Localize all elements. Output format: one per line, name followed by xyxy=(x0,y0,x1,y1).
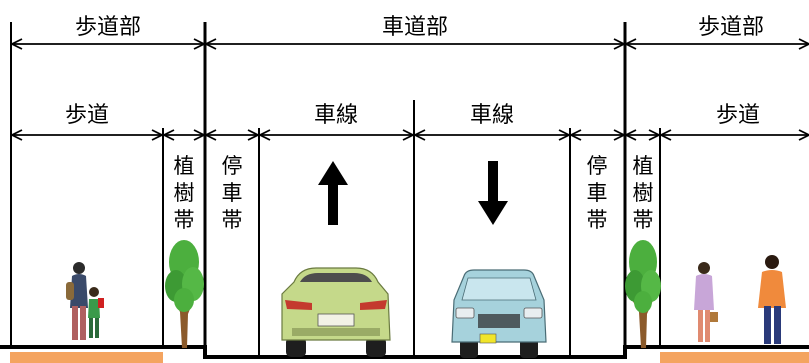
label-stopping-lane-right-char: 停 xyxy=(587,154,608,178)
label-planting-strip-right-char: 植 xyxy=(633,154,654,178)
label-planting-strip-right-char: 帯 xyxy=(633,208,654,232)
label-planting-strip-right-char: 樹 xyxy=(633,181,654,205)
label-lane-right: 車線 xyxy=(470,103,514,128)
label-sidewalk-left: 歩道 xyxy=(65,103,109,128)
tree-right xyxy=(625,240,661,348)
label-sidewalk-section-right: 歩道部 xyxy=(698,15,764,40)
vertical-labels: 植 樹 帯 停 車 帯 停 車 帯 植 樹 帯 xyxy=(174,154,654,232)
label-stopping-lane-left-char: 帯 xyxy=(222,208,243,232)
lane-direction-arrows xyxy=(318,161,508,225)
label-planting-strip-left-char: 帯 xyxy=(174,208,195,232)
arrow-down-icon xyxy=(478,161,508,225)
ground-profile xyxy=(0,345,809,363)
label-lane-left: 車線 xyxy=(314,103,358,128)
section-labels: 歩道部 車道部 歩道部 歩道 車線 車線 歩道 xyxy=(65,15,764,128)
label-sidewalk-right: 歩道 xyxy=(716,103,760,128)
label-sidewalk-section-left: 歩道部 xyxy=(75,15,141,40)
sidewalk-fill-left xyxy=(10,352,163,363)
tree-left xyxy=(165,240,204,348)
label-planting-strip-left-char: 樹 xyxy=(174,181,195,205)
label-stopping-lane-left-char: 停 xyxy=(222,154,243,178)
pedestrian-parent-child xyxy=(66,262,104,340)
boundary-lines xyxy=(10,22,661,357)
arrow-up-icon xyxy=(318,161,348,225)
car-rear-green xyxy=(281,267,391,357)
label-stopping-lane-right-char: 帯 xyxy=(587,208,608,232)
car-front-blue xyxy=(451,269,547,358)
pedestrian-woman xyxy=(694,262,718,342)
label-roadway-section: 車道部 xyxy=(382,15,448,40)
label-stopping-lane-left-char: 車 xyxy=(222,181,243,205)
label-stopping-lane-right-char: 車 xyxy=(587,181,608,205)
label-planting-strip-left-char: 植 xyxy=(174,154,195,178)
pedestrian-man xyxy=(758,255,786,344)
sidewalk-fill-right xyxy=(660,352,809,363)
